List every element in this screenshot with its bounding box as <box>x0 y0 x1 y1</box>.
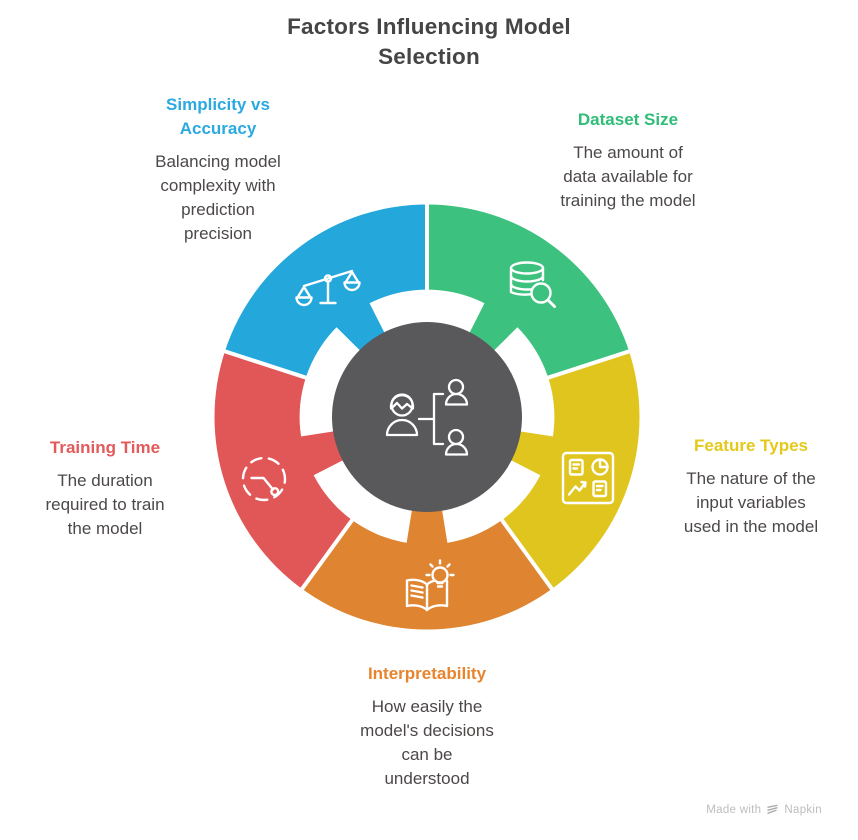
napkin-logo-icon <box>767 804 779 814</box>
timer-icon <box>241 456 287 502</box>
segment-description-dataset-size: The amount of data available for trainin… <box>560 143 696 210</box>
label-block-simplicity-vs-accuracy: Simplicity vs Accuracy Balancing model c… <box>113 93 323 246</box>
label-block-dataset-size: Dataset Size The amount of data availabl… <box>523 108 733 213</box>
segment-title-training-time: Training Time <box>49 438 161 457</box>
segment-title-dataset-size: Dataset Size <box>577 110 679 129</box>
label-block-interpretability: Interpretability How easily the model's … <box>322 662 532 791</box>
segment-description-interpretability: How easily the model's decisions can be … <box>360 697 494 788</box>
wheel-center-circle <box>332 322 522 512</box>
watermark-brand: Napkin <box>784 803 822 816</box>
charts-dashboard-icon <box>561 451 615 505</box>
label-block-feature-types: Feature Types The nature of the input va… <box>646 434 856 539</box>
wheel-tab-feature-types <box>507 430 557 477</box>
wheel-divider <box>296 487 377 597</box>
database-search-icon <box>509 261 556 308</box>
wheel-tab-training-time <box>297 430 347 477</box>
segment-title-interpretability: Interpretability <box>367 664 487 683</box>
label-block-training-time: Training Time The duration required to t… <box>0 436 210 541</box>
watermark-text: Made with <box>706 803 762 816</box>
decision-people-icon <box>385 378 469 456</box>
wheel-divider <box>217 347 344 392</box>
segment-description-feature-types: The nature of the input variables used i… <box>683 469 819 536</box>
book-lightbulb-icon <box>405 559 455 612</box>
wheel-divider <box>510 347 637 392</box>
wheel-base <box>214 197 640 630</box>
watermark: Made with Napkin <box>706 803 822 816</box>
factor-wheel <box>214 197 640 630</box>
diagram-title: Factors Influencing Model Selection <box>287 14 571 69</box>
segment-title-simplicity-vs-accuracy: Simplicity vs Accuracy <box>166 95 270 138</box>
segment-title-feature-types: Feature Types <box>693 436 808 455</box>
segment-description-simplicity-vs-accuracy: Balancing model complexity with predicti… <box>155 152 281 243</box>
wheel-tab-interpretability <box>406 506 448 548</box>
wheel-divider <box>477 487 558 597</box>
segment-description-training-time: The duration required to train the model <box>45 471 165 538</box>
balance-scale-icon <box>295 269 361 307</box>
wheel-icons <box>241 261 615 612</box>
